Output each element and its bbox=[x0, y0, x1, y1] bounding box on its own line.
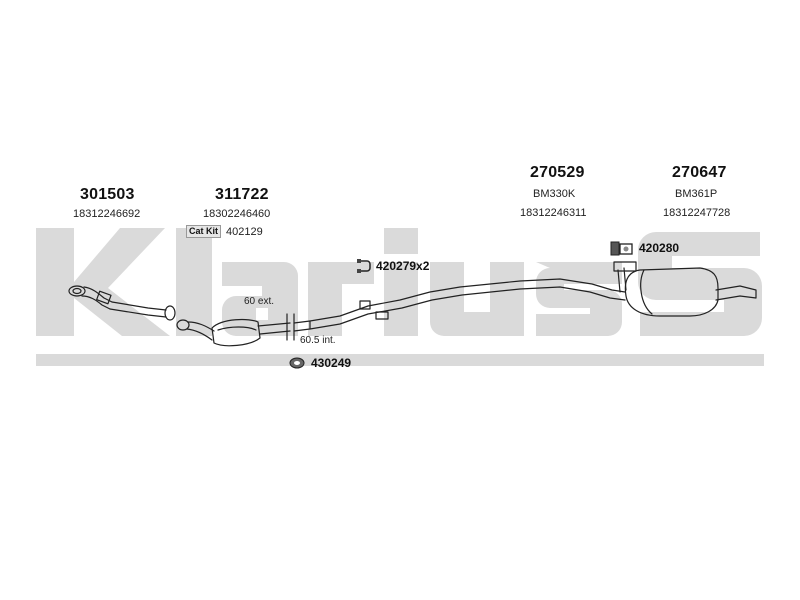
part-code-rear: 18312247728 bbox=[663, 207, 731, 219]
accessory-code-clamp: 420279x2 bbox=[376, 259, 430, 273]
accessory-code-rubber-mount: 430249 bbox=[311, 356, 352, 370]
cat-kit-code: 402129 bbox=[226, 225, 263, 238]
part-code-front-pipe: 18312246692 bbox=[73, 208, 141, 220]
rear-silencer bbox=[613, 261, 757, 317]
part-code-middle: 18312246311 bbox=[520, 207, 587, 219]
accessory-clamp: 420279x2 bbox=[355, 258, 429, 274]
part-number-rear: 270647 bbox=[672, 164, 727, 181]
accessory-bracket: 420280 bbox=[610, 239, 679, 257]
middle-pipe bbox=[309, 278, 626, 330]
cat-kit: Cat Kit 402129 bbox=[186, 225, 263, 238]
rubber-mount-icon bbox=[289, 357, 305, 369]
dimension-ext: 60 ext. bbox=[244, 296, 275, 307]
part-code-cat: 18302246460 bbox=[203, 208, 271, 220]
front-pipe bbox=[68, 285, 176, 321]
catalytic-converter bbox=[176, 313, 311, 347]
clamp-icon bbox=[357, 259, 371, 273]
accessory-code-bracket: 420280 bbox=[639, 241, 680, 255]
part-number-cat: 311722 bbox=[215, 186, 269, 203]
part-model-rear: BM361P bbox=[675, 188, 718, 200]
part-number-front-pipe: 301503 bbox=[80, 186, 135, 203]
part-model-middle: BM330K bbox=[533, 188, 576, 200]
bracket-icon bbox=[610, 241, 633, 256]
part-number-middle: 270529 bbox=[530, 164, 585, 181]
accessory-rubber-mount: 430249 bbox=[288, 356, 351, 370]
cat-kit-tag: Cat Kit bbox=[186, 225, 221, 238]
dimension-int: 60.5 int. bbox=[300, 335, 336, 346]
